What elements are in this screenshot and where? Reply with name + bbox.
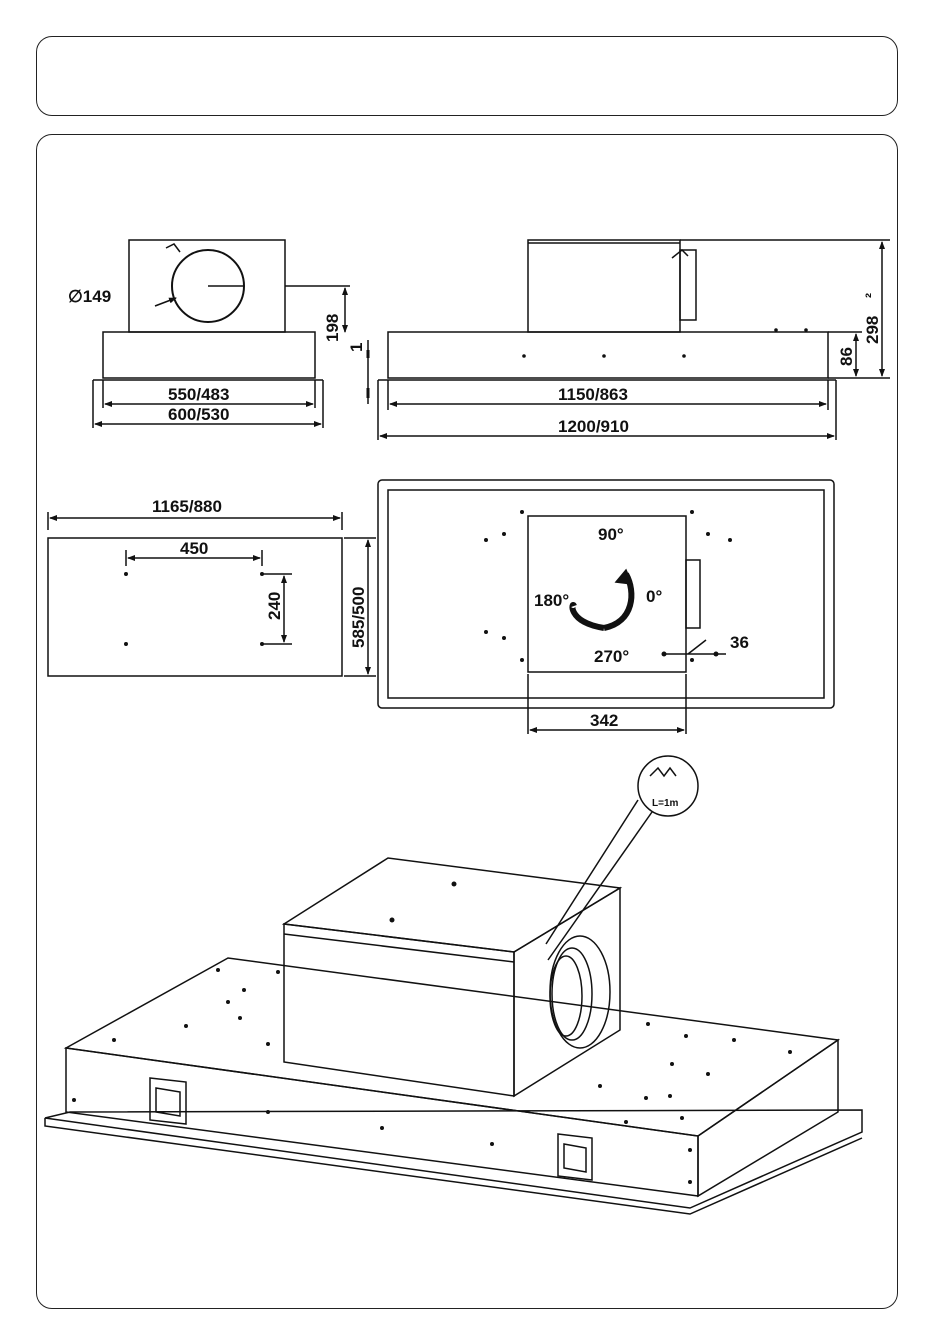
rotation-0-label: 0° bbox=[646, 587, 662, 606]
hole-spacing-y-label: 240 bbox=[265, 592, 284, 620]
ceiling-cutout-view bbox=[48, 512, 376, 676]
side-view bbox=[378, 240, 890, 440]
hood-body-front bbox=[103, 332, 315, 378]
flexible-duct-icon bbox=[650, 768, 676, 776]
hood-body-side bbox=[388, 332, 828, 378]
length-inner-label: 1150/863 bbox=[558, 385, 628, 404]
mounting-holes bbox=[124, 572, 264, 646]
motor-box-side bbox=[528, 240, 680, 332]
rotation-arrowhead bbox=[616, 570, 632, 584]
cutout-width-label: 585/500 bbox=[349, 587, 368, 648]
rotation-270-label: 270° bbox=[594, 647, 629, 666]
body-height-label: 86 bbox=[837, 347, 856, 366]
duct-spigot-side bbox=[680, 250, 696, 320]
motor-front-face bbox=[284, 924, 514, 1096]
max-length-label: L=1m bbox=[652, 798, 679, 809]
length-outer-label: 1200/910 bbox=[558, 417, 629, 436]
hood-body-front-face bbox=[66, 1048, 698, 1196]
hole-spacing-x-label: 450 bbox=[180, 539, 208, 558]
outlet-offset-label: 36 bbox=[730, 633, 749, 652]
total-height-label: 298 bbox=[863, 316, 882, 344]
width-outlet-small-label: 550/483 bbox=[168, 385, 229, 404]
rotation-180-label: 180° bbox=[534, 591, 569, 610]
hood-body-side-face bbox=[698, 1040, 838, 1196]
height-mark-label: ² bbox=[863, 293, 880, 298]
motor-side-face bbox=[514, 888, 620, 1096]
duct-spigot-top bbox=[686, 560, 700, 628]
motor-height-label: 198 bbox=[323, 314, 342, 342]
motor-width-label: 342 bbox=[590, 711, 618, 730]
motor-top-face bbox=[284, 858, 620, 952]
isometric-screws bbox=[72, 882, 792, 1185]
bracket-right bbox=[558, 1134, 592, 1180]
rotation-90-label: 90° bbox=[598, 525, 624, 544]
cutout-length-label: 1165/880 bbox=[152, 497, 222, 516]
ceiling-flange bbox=[45, 1110, 862, 1208]
gap-label: 1 bbox=[347, 343, 366, 352]
hood-frame-top bbox=[378, 480, 834, 708]
rotation-arrow-left bbox=[572, 605, 604, 628]
duct-diameter-label: ∅149 bbox=[68, 287, 111, 306]
motor-box-front bbox=[129, 240, 285, 332]
hood-body-top-face bbox=[66, 958, 838, 1136]
top-view bbox=[378, 480, 834, 734]
width-outlet-large-label: 600/530 bbox=[168, 405, 229, 424]
outlet-clip-icon bbox=[166, 244, 180, 252]
isometric-view bbox=[45, 756, 862, 1214]
hood-body-top bbox=[388, 490, 824, 698]
